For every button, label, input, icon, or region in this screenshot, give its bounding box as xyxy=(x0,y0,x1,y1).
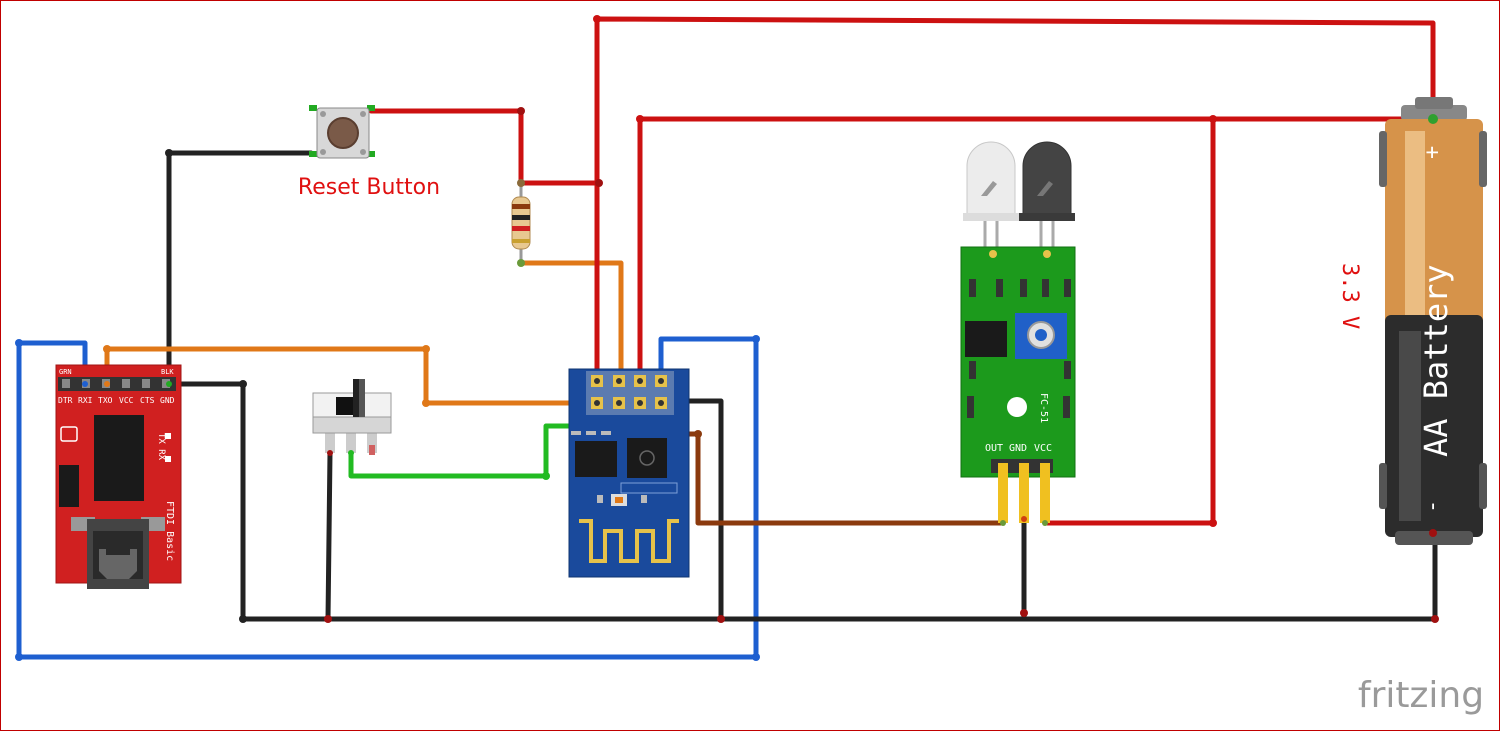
ir-pin-vcc-label: VCC xyxy=(1034,443,1052,454)
ftdi-pin-txo: TXO xyxy=(98,396,113,405)
red-wire-reset-resistor xyxy=(368,108,602,186)
brown-wire-signal xyxy=(638,400,1006,526)
ir-led-dark xyxy=(1019,141,1075,257)
battery-minus-label: - xyxy=(1420,500,1445,513)
ftdi-pin-dtr: DTR xyxy=(58,396,73,405)
esp01-flash-chip xyxy=(575,441,617,477)
ir-sensor-smd xyxy=(967,279,1071,418)
ir-sensor: FC-51 OUT GND VCC xyxy=(960,141,1076,526)
voltage-label: 3.3 V xyxy=(1337,263,1362,329)
wire-nodes xyxy=(15,15,1439,661)
esp01-module xyxy=(568,368,690,578)
ftdi-header xyxy=(58,377,176,391)
usb-connector xyxy=(71,517,165,589)
reset-button xyxy=(309,105,375,159)
resistor xyxy=(511,179,531,267)
reset-button-label: Reset Button xyxy=(298,175,440,200)
aa-battery: AA Battery + - xyxy=(1379,97,1487,545)
esp01-header xyxy=(586,371,674,415)
battery-plus-label: + xyxy=(1420,146,1445,159)
ftdi-pin-gnd: GND xyxy=(160,396,175,405)
ir-sensor-model: FC-51 xyxy=(1038,393,1049,423)
ir-led-clear xyxy=(963,141,1019,257)
ftdi-top-right-label: BLK xyxy=(161,368,174,376)
black-wire-switch-ground xyxy=(325,450,333,622)
orange-wire-resistor xyxy=(518,260,624,384)
ir-sensor-pcb xyxy=(960,246,1076,478)
ftdi-side-label: FTDI Basic xyxy=(164,501,175,561)
slide-switch xyxy=(312,379,392,456)
ir-pin-out-label: OUT xyxy=(985,443,1003,454)
ftdi-board: GRN BLK DTR RXI TXO VCC CTS GND TX RX FT… xyxy=(55,364,182,589)
esp01-pins-left xyxy=(571,431,611,435)
red-wire-vcc-main xyxy=(594,16,1436,384)
ir-pin-gnd-label: GND xyxy=(1009,443,1027,454)
ftdi-top-left-label: GRN xyxy=(59,368,72,376)
ftdi-txrx-label: TX RX xyxy=(156,433,166,461)
wires xyxy=(16,16,1438,660)
ftdi-pin-rxi: RXI xyxy=(78,396,93,405)
ftdi-chip xyxy=(94,415,144,501)
esp8266-chip xyxy=(627,438,667,478)
battery-label: AA Battery xyxy=(1417,264,1455,457)
fritzing-watermark: fritzing xyxy=(1358,675,1484,716)
ftdi-pin-cts: CTS xyxy=(140,396,155,405)
esp01-antenna xyxy=(579,519,679,563)
ir-sensor-comparator-chip xyxy=(965,321,1007,357)
ftdi-pin-vcc: VCC xyxy=(119,396,134,405)
blue-wire xyxy=(16,336,759,660)
